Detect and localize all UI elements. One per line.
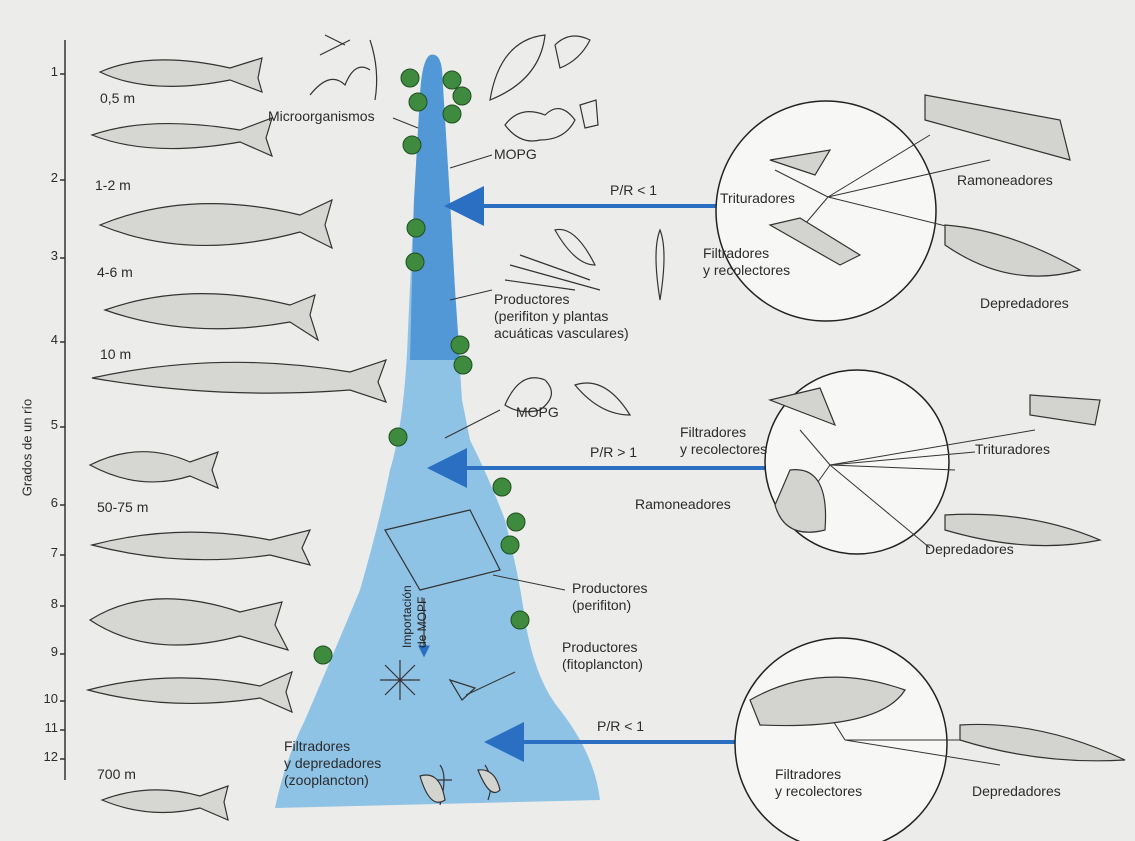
circle-top (716, 101, 936, 321)
label-productores-macro-3: acuáticas vasculares) (494, 325, 629, 342)
size-10m: 10 m (100, 346, 131, 363)
label-perifiton-1: Productores (572, 580, 647, 597)
top-ramoneadores: Ramoneadores (957, 172, 1053, 189)
label-mopg-top: MOPG (494, 146, 537, 163)
mid-ramoneadores: Ramoneadores (635, 496, 731, 513)
label-productores-macro-2: (perifiton y plantas (494, 308, 608, 325)
label-importacion-1: Importación (400, 585, 414, 648)
label-fitoplancton-1: Productores (562, 639, 637, 656)
tick-4: 4 (28, 332, 58, 347)
label-zooplancton-1: Filtradores (284, 738, 350, 755)
tick-8: 8 (28, 596, 58, 611)
bot-filtradores-1: Filtradores (775, 766, 841, 783)
label-fitoplancton-2: (fitoplancton) (562, 656, 643, 673)
size-50-75m: 50-75 m (97, 499, 148, 516)
label-zooplancton-3: (zooplancton) (284, 772, 369, 789)
label-perifiton-2: (perifiton) (572, 597, 631, 614)
mid-trituradores: Trituradores (975, 441, 1050, 458)
label-productores-macro-1: Productores (494, 291, 569, 308)
ratio-label-middle: P/R > 1 (590, 444, 637, 461)
label-importacion-2: de MOPF (415, 597, 429, 648)
mid-depredadores: Depredadores (925, 541, 1014, 558)
bot-depredadores: Depredadores (972, 783, 1061, 800)
top-filtradores-2: y recolectores (703, 262, 790, 279)
top-trituradores: Trituradores (720, 190, 795, 207)
ratio-label-top: P/R < 1 (610, 182, 657, 199)
y-axis-label: Grados de un río (20, 393, 35, 503)
tick-1: 1 (28, 64, 58, 79)
label-zooplancton-2: y depredadores (284, 755, 381, 772)
size-1-2m: 1-2 m (95, 177, 131, 194)
tick-11: 11 (28, 720, 58, 735)
size-0-5m: 0,5 m (100, 90, 135, 107)
ratio-label-bottom: P/R < 1 (597, 718, 644, 735)
mid-filtradores-1: Filtradores (680, 424, 746, 441)
tick-7: 7 (28, 545, 58, 560)
tick-10: 10 (28, 691, 58, 706)
tick-3: 3 (28, 248, 58, 263)
label-mopg-mid: MOPG (516, 404, 559, 421)
tick-12: 12 (28, 749, 58, 764)
top-depredadores: Depredadores (980, 295, 1069, 312)
tick-5: 5 (28, 417, 58, 432)
tick-6: 6 (28, 495, 58, 510)
size-700m: 700 m (97, 766, 136, 783)
size-4-6m: 4-6 m (97, 264, 133, 281)
top-filtradores-1: Filtradores (703, 245, 769, 262)
label-microorganismos: Microorganismos (268, 108, 375, 125)
mid-filtradores-2: y recolectores (680, 441, 767, 458)
bot-filtradores-2: y recolectores (775, 783, 862, 800)
tick-2: 2 (28, 170, 58, 185)
tick-9: 9 (28, 644, 58, 659)
